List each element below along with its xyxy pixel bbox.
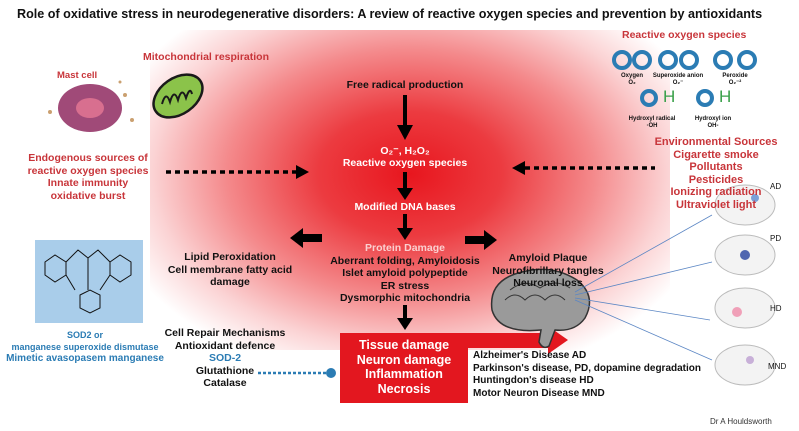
disease-item: Parkinson's disease, PD, dopamine degrad… (473, 362, 701, 374)
protein-damage-heading: Protein Damage (365, 242, 445, 254)
protein-line: Islet amyloid polypeptide (342, 267, 468, 279)
amyloid-line: Amyloid Plaque (508, 252, 588, 264)
protein-damage-block: Protein Damage Aberrant folding, Amyloid… (330, 242, 480, 305)
endogenous-line: Innate immunity (47, 177, 129, 189)
endogenous-line: Endogenous sources of (28, 152, 148, 164)
protein-line: ER stress (380, 279, 430, 292)
endogenous-line: oxidative burst (50, 189, 126, 202)
damage-box (340, 333, 468, 403)
sod2-line: manganese superoxide dismutase (11, 342, 159, 352)
repair-line: Glutathione (195, 364, 255, 377)
repair-line: Cell Repair Mechanisms (164, 327, 286, 339)
brain-label-ad: AD (770, 182, 782, 191)
hydrogen-symbol: H (663, 87, 676, 106)
protein-line: Aberrant folding, Amyloidosis (330, 254, 480, 267)
disease-list: Alzheimer's Disease AD Parkinson's disea… (473, 350, 701, 400)
mast-cell-label: Mast cell (57, 70, 98, 81)
author-credit: Dr A Houldsworth (710, 417, 772, 426)
brain-label-pd: PD (770, 234, 782, 243)
repair-sod2: SOD-2 (208, 352, 242, 364)
disease-item: Motor Neuron Disease MND (473, 387, 605, 399)
brain-image (490, 268, 591, 349)
damage-line: Tissue damage (358, 338, 450, 352)
cell-repair-text: Cell Repair Mechanisms Antioxidant defen… (165, 327, 286, 390)
endogenous-line: reactive oxygen species (27, 164, 149, 177)
environmental-line: Cigarette smoke (673, 148, 759, 161)
endogenous-text: Endogenous sources of reactive oxygen sp… (28, 152, 149, 202)
hydrogen-symbol: H (719, 87, 732, 106)
ros-label: Reactive oxygen species (342, 157, 468, 169)
lipid-line: Cell membrane fatty acid (167, 263, 293, 276)
ros-molecule-icons (612, 50, 757, 107)
dna-label: Modified DNA bases (354, 201, 456, 213)
damage-line: Inflammation (365, 367, 443, 381)
ros-formula: O₂⁻, H₂O₂ (380, 145, 430, 157)
amyloid-text: Amyloid Plaque Neurofibrillary tangles N… (492, 252, 603, 290)
damage-line: Neuron damage (356, 352, 452, 367)
environmental-line: Pollutants (689, 161, 743, 173)
brain-connector-arrows (574, 214, 713, 361)
mitochondrial-respiration-label: Mitochondrial respiration (143, 51, 270, 63)
damage-line: Necrosis (377, 381, 431, 396)
sod2-caption: SOD2 or manganese superoxide dismutase M… (6, 329, 164, 365)
free-radical-label: Free radical production (346, 79, 464, 91)
repair-line: Catalase (203, 377, 247, 389)
environmental-sources-text: Environmental Sources Cigarette smoke Po… (655, 136, 778, 211)
environmental-line: Ultraviolet light (675, 198, 757, 211)
page-title: Role of oxidative stress in neurodegener… (17, 7, 763, 21)
environmental-line: Pesticides (688, 173, 744, 186)
lipid-line: Lipid Peroxidation (184, 251, 276, 263)
mitochondrion-icon (152, 73, 204, 119)
mast-cell-image (48, 80, 134, 132)
disease-item: Alzheimer's Disease AD (473, 350, 587, 361)
disease-item: Huntingdon's disease HD (473, 375, 594, 386)
damage-box-text: Tissue damage Neuron damage Inflammation… (357, 338, 451, 396)
small-brain-images (714, 184, 776, 386)
amyloid-line: Neurofibrillary tangles (492, 264, 604, 277)
flow-arrows (290, 95, 497, 330)
brain-label-hd: HD (770, 304, 782, 313)
environmental-line: Ionizing radiation (670, 186, 762, 198)
sod2-line: SOD2 or (66, 330, 104, 340)
ros-panel-title: Reactive oxygen species (622, 29, 747, 41)
protein-line: Dysmorphic mitochondria (339, 292, 471, 304)
ros-species-hydroxyl-radical: Hydroxyl radical·OH (628, 116, 676, 129)
sod2-line: Mimetic avasopasem manganese (6, 353, 164, 364)
repair-line: Antioxidant defence (174, 339, 276, 352)
lipid-line: damage (210, 276, 250, 288)
environmental-line: Environmental Sources (654, 136, 778, 148)
brain-label-mnd: MND (768, 362, 787, 371)
lipid-peroxidation-text: Lipid Peroxidation Cell membrane fatty a… (168, 251, 292, 289)
sod2-molecule-image (35, 240, 143, 323)
amyloid-line: Neuronal loss (513, 277, 583, 289)
